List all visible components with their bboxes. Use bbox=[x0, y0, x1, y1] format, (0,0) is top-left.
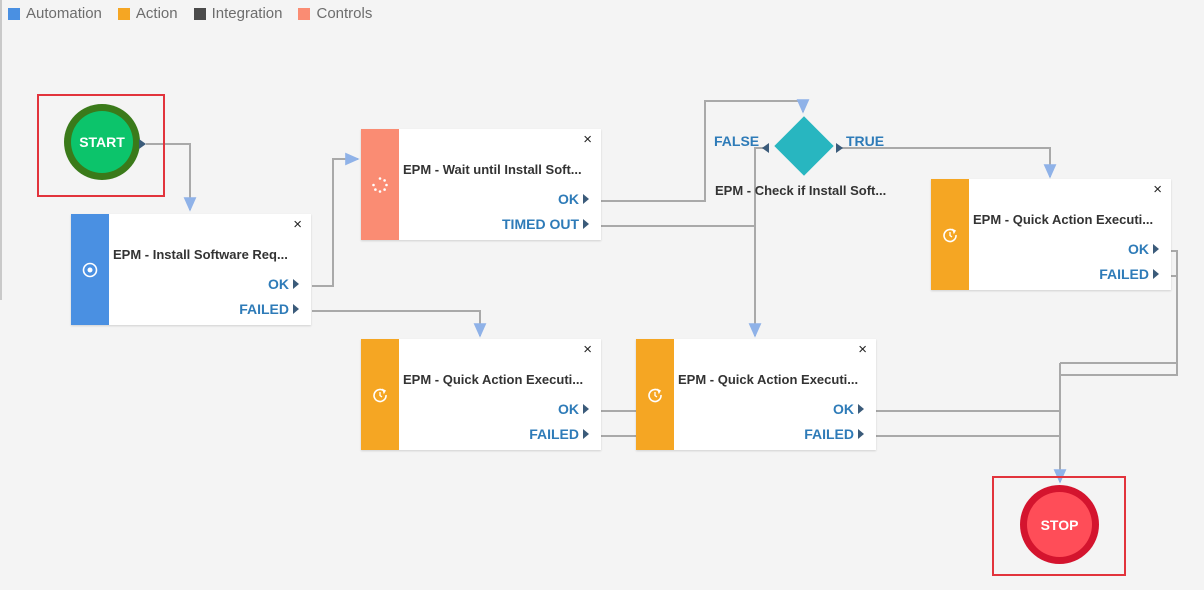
output-arrow-icon bbox=[858, 429, 864, 439]
condition-title: EPM - Check if Install Soft... bbox=[715, 183, 887, 198]
start-node[interactable]: START bbox=[64, 104, 140, 180]
connector-wait-ok-condition bbox=[600, 99, 810, 202]
output-label: FAILED bbox=[1099, 266, 1149, 282]
legend-item-automation: Automation bbox=[8, 5, 102, 22]
stop-node[interactable]: STOP bbox=[1020, 485, 1099, 564]
refresh-icon bbox=[648, 388, 662, 402]
node-title: EPM - Quick Action Executi... bbox=[403, 372, 584, 387]
action-swatch bbox=[117, 7, 130, 20]
output-arrow-icon bbox=[1153, 269, 1159, 279]
node-quick-action-mid2[interactable]: × EPM - Quick Action Executi... OK FAILE… bbox=[636, 339, 876, 450]
legend-item-controls: Controls bbox=[298, 5, 372, 22]
output-failed[interactable]: FAILED bbox=[239, 301, 299, 317]
output-label: OK bbox=[558, 191, 579, 207]
close-icon[interactable]: × bbox=[293, 216, 302, 233]
output-label: OK bbox=[1128, 241, 1149, 257]
action-bar bbox=[931, 179, 969, 290]
output-arrow-icon bbox=[583, 194, 589, 204]
legend-item-integration: Integration bbox=[193, 5, 283, 22]
target-icon bbox=[82, 262, 98, 277]
output-label: TIMED OUT bbox=[502, 216, 579, 232]
close-icon[interactable]: × bbox=[583, 131, 592, 148]
node-title: EPM - Quick Action Executi... bbox=[973, 212, 1154, 227]
output-ok[interactable]: OK bbox=[268, 276, 299, 292]
close-icon[interactable]: × bbox=[583, 341, 592, 358]
connector-qaright-failed-stop bbox=[1060, 275, 1178, 376]
stop-label: STOP bbox=[1027, 492, 1092, 557]
true-output-arrow bbox=[836, 143, 843, 153]
action-bar bbox=[361, 339, 399, 450]
action-bar bbox=[636, 339, 674, 450]
output-label: FAILED bbox=[239, 301, 289, 317]
output-arrow-icon bbox=[583, 404, 589, 414]
node-install-software[interactable]: × EPM - Install Software Req... OK FAILE… bbox=[71, 214, 311, 325]
false-output-arrow bbox=[762, 143, 769, 153]
integration-swatch bbox=[193, 7, 206, 20]
close-icon[interactable]: × bbox=[1153, 181, 1162, 198]
start-output-arrow bbox=[139, 139, 146, 149]
output-ok[interactable]: OK bbox=[833, 401, 864, 417]
legend-label: Controls bbox=[316, 5, 373, 22]
output-ok[interactable]: OK bbox=[558, 191, 589, 207]
connector-install-ok-wait bbox=[312, 152, 360, 287]
refresh-icon bbox=[373, 388, 387, 402]
output-label: OK bbox=[558, 401, 579, 417]
node-quick-action-mid1[interactable]: × EPM - Quick Action Executi... OK FAILE… bbox=[361, 339, 601, 450]
legend-label: Automation bbox=[26, 5, 102, 22]
legend-label: Integration bbox=[211, 5, 283, 22]
connector-condition-true-qa bbox=[840, 147, 1057, 179]
condition-true-output[interactable]: TRUE bbox=[846, 133, 885, 149]
legend: Automation Action Integration Controls bbox=[8, 5, 372, 22]
output-arrow-icon bbox=[583, 219, 589, 229]
condition-false-output[interactable]: FALSE bbox=[714, 133, 760, 149]
refresh-icon bbox=[943, 228, 957, 242]
output-label: OK bbox=[833, 401, 854, 417]
connector-condition-false-qa bbox=[748, 147, 768, 338]
node-title: EPM - Wait until Install Soft... bbox=[403, 162, 582, 177]
legend-label: Action bbox=[135, 5, 178, 22]
output-arrow-icon bbox=[293, 279, 299, 289]
spinner-icon bbox=[372, 176, 388, 193]
node-wait-install[interactable]: × EPM - Wait until Install Soft... OK TI… bbox=[361, 129, 601, 240]
output-failed[interactable]: FAILED bbox=[1099, 266, 1159, 282]
start-label: START bbox=[71, 111, 133, 173]
output-label: OK bbox=[268, 276, 289, 292]
output-label: FAILED bbox=[529, 426, 579, 442]
output-timed-out[interactable]: TIMED OUT bbox=[502, 216, 589, 232]
output-arrow-icon bbox=[583, 429, 589, 439]
legend-item-action: Action bbox=[117, 5, 178, 22]
close-icon[interactable]: × bbox=[858, 341, 867, 358]
automation-swatch bbox=[8, 7, 20, 20]
controls-bar bbox=[361, 129, 399, 240]
output-arrow-icon bbox=[858, 404, 864, 414]
connector-install-failed-qa bbox=[312, 310, 487, 338]
controls-swatch bbox=[298, 7, 311, 20]
output-ok[interactable]: OK bbox=[1128, 241, 1159, 257]
automation-bar bbox=[71, 214, 109, 325]
output-failed[interactable]: FAILED bbox=[529, 426, 589, 442]
stop-highlight bbox=[992, 476, 1126, 576]
node-title: EPM - Quick Action Executi... bbox=[678, 372, 859, 387]
output-arrow-icon bbox=[293, 304, 299, 314]
connector-start-install bbox=[146, 143, 197, 212]
node-title: EPM - Install Software Req... bbox=[113, 247, 288, 262]
canvas-left-edge bbox=[0, 0, 2, 300]
node-quick-action-right[interactable]: × EPM - Quick Action Executi... OK FAILE… bbox=[931, 179, 1171, 290]
output-ok[interactable]: OK bbox=[558, 401, 589, 417]
start-highlight bbox=[37, 94, 165, 197]
output-label: FAILED bbox=[804, 426, 854, 442]
output-arrow-icon bbox=[1153, 244, 1159, 254]
output-failed[interactable]: FAILED bbox=[804, 426, 864, 442]
